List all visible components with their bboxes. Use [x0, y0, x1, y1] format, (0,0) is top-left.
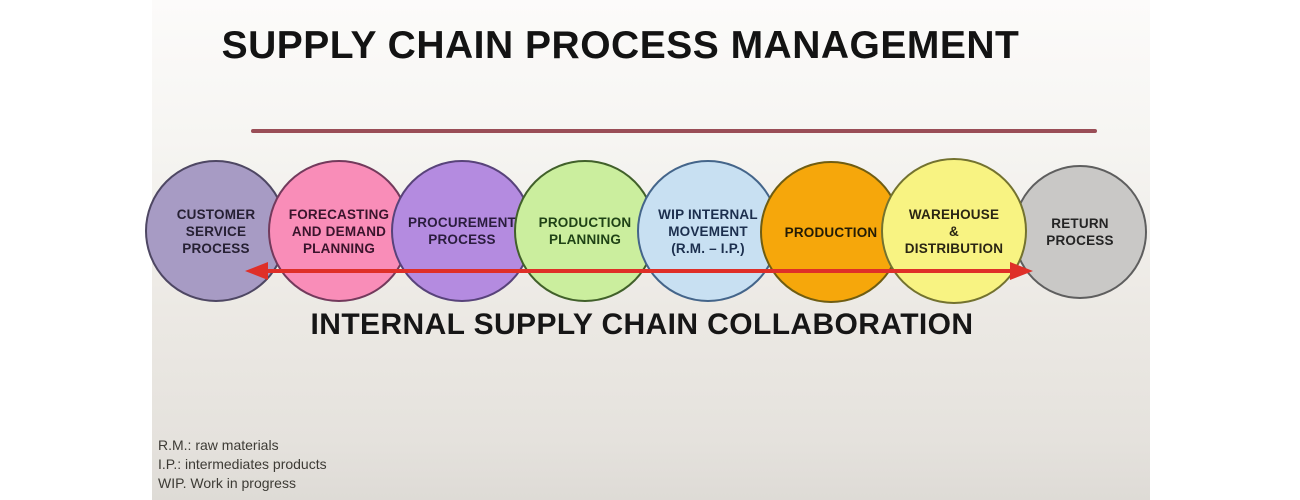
stage-label-line: MOVEMENT: [668, 223, 748, 239]
stage-circle-procurement-process: PROCUREMENT PROCESS: [391, 160, 533, 302]
stage-label-line: RETURN: [1051, 216, 1109, 231]
stage-label-line: &: [949, 223, 959, 239]
stage-circle-production: PRODUCTION: [760, 161, 902, 303]
stage-label-line: PRODUCTION: [538, 215, 632, 230]
stage-label-line: PLANNING: [548, 232, 622, 247]
stage-label-line: (R.M. – I.P.): [671, 240, 745, 256]
stage-label-line: DISTRIBUTION: [904, 240, 1004, 256]
stage-label-line: PROCUREMENT: [408, 215, 516, 230]
page-title: SUPPLY CHAIN PROCESS MANAGEMENT: [221, 24, 1020, 67]
legend-line-wip: WIP. Work in progress: [158, 475, 296, 491]
stage-circle-forecasting-and-demand-planning: FORECASTING AND DEMAND PLANNING: [268, 160, 410, 302]
stage-label-line: PRODUCTION: [784, 224, 878, 240]
stage-label-line: PLANNING: [302, 240, 376, 256]
stage-circle-wip-internal-movement: WIP INTERNAL MOVEMENT (R.M. – I.P.): [637, 160, 779, 302]
legend-line-rm: R.M.: raw materials: [158, 437, 279, 453]
stage-circle-return-process: RETURN PROCESS: [1013, 165, 1147, 299]
stage-label-line: PROCESS: [428, 232, 496, 247]
stage-label-line: PROCESS: [1046, 233, 1114, 248]
subtitle: INTERNAL SUPPLY CHAIN COLLABORATION: [310, 308, 974, 341]
stage-label-line: CUSTOMER: [176, 206, 256, 222]
stage-label-line: SERVICE: [185, 223, 247, 239]
legend-line-ip: I.P.: intermediates products: [158, 456, 327, 472]
stage-label-line: WIP INTERNAL: [658, 206, 758, 222]
stage-circle-customer-service-process: CUSTOMER SERVICE PROCESS: [145, 160, 287, 302]
divider-line: [251, 129, 1097, 133]
stage-label-line: AND DEMAND: [291, 223, 387, 239]
stage-circle-production-planning: PRODUCTION PLANNING: [514, 160, 656, 302]
stage-label-line: FORECASTING: [288, 206, 390, 222]
stage-circle-warehouse-distribution: WAREHOUSE & DISTRIBUTION: [881, 158, 1027, 304]
legend: R.M.: raw materials I.P.: intermediates …: [158, 436, 327, 493]
stage-label-line: PROCESS: [182, 240, 250, 256]
stage-label-line: WAREHOUSE: [908, 206, 1000, 222]
